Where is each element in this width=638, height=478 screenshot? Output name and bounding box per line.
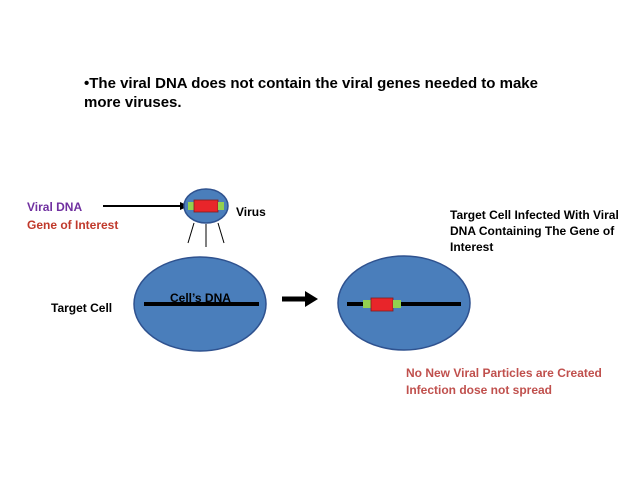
integrated-flank-right bbox=[393, 300, 401, 308]
label-target-cell: Target Cell bbox=[51, 301, 113, 315]
label-result-line2: Infection dose not spread bbox=[406, 383, 553, 397]
virus-flank-right bbox=[218, 202, 224, 210]
label-infected-line1: Target Cell Infected With Viral bbox=[450, 208, 619, 222]
label-infected-line3: Interest bbox=[450, 240, 494, 254]
integrated-gene-block bbox=[370, 297, 394, 312]
label-infected-line2: DNA Containing The Gene of bbox=[450, 224, 615, 238]
virus bbox=[183, 188, 229, 247]
label-result-line1: No New Viral Particles are Created bbox=[406, 366, 602, 380]
label-gene-of-interest: Gene of Interest bbox=[27, 218, 119, 232]
virus-flank-left bbox=[188, 202, 194, 210]
virus-gene-block bbox=[193, 199, 219, 213]
infected-cell bbox=[337, 255, 471, 351]
label-virus: Virus bbox=[236, 205, 266, 219]
label-cells-dna: Cell’s DNA bbox=[170, 291, 231, 305]
transition-arrow bbox=[282, 291, 318, 307]
bullet-text: •The viral DNA does not contain the vira… bbox=[84, 75, 538, 111]
label-viral-dna: Viral DNA bbox=[27, 200, 83, 214]
pointer-arrow bbox=[103, 202, 189, 210]
target-cell bbox=[133, 256, 267, 352]
integrated-flank-left bbox=[363, 300, 371, 308]
